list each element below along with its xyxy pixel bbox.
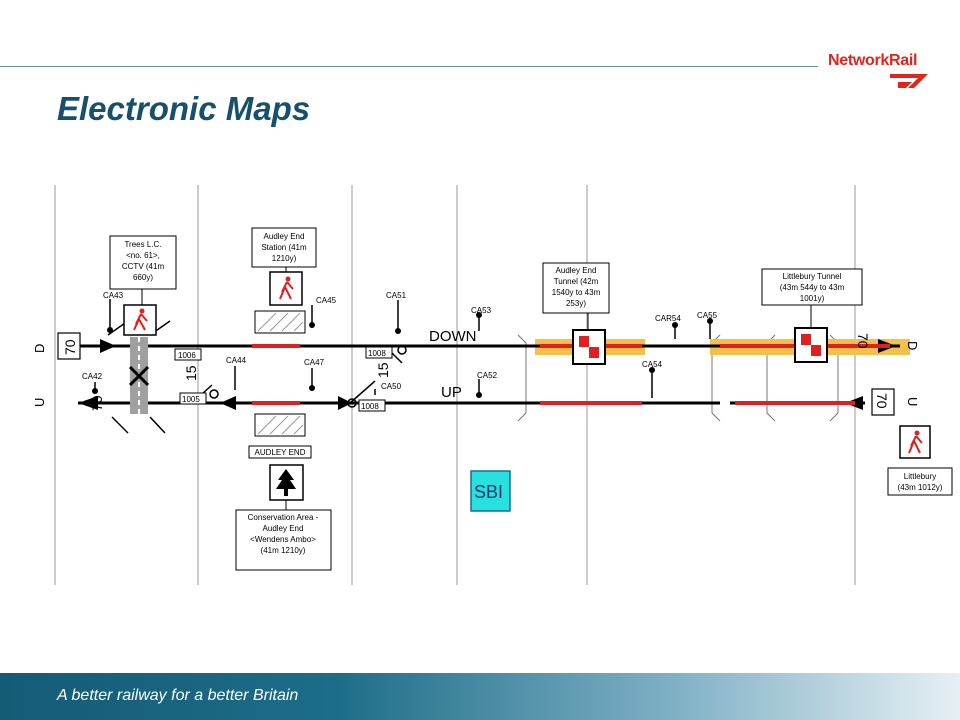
footer-banner: A better railway for a better Britain bbox=[0, 673, 960, 720]
signal-head bbox=[476, 392, 482, 398]
callout-line: CCTV (41m bbox=[122, 262, 165, 271]
platform-down-hatch bbox=[257, 312, 304, 332]
speed-sign-down-left bbox=[57, 332, 81, 360]
points-number-boxes: 1006 1005 1008 1008 bbox=[174, 346, 393, 412]
platform-down bbox=[254, 310, 306, 334]
littlebury-tunnel-marker bbox=[794, 327, 828, 363]
signal-label: CA53 bbox=[471, 306, 492, 315]
callout-line: Littlebury bbox=[904, 472, 936, 481]
callout-line: (43m 544y to 43m bbox=[780, 283, 845, 292]
pedestrian-sign-icon bbox=[269, 271, 303, 306]
callout-line: 253y) bbox=[566, 299, 586, 308]
u-right-label: U bbox=[905, 397, 920, 406]
platform-up-hatch bbox=[257, 415, 304, 435]
points-label: 1005 bbox=[182, 395, 200, 404]
callout-line: Trees L.C. bbox=[124, 240, 161, 249]
signal-head bbox=[476, 312, 482, 318]
d-left-label: D bbox=[32, 344, 47, 353]
sbi-marker: SBI bbox=[470, 470, 511, 512]
network-rail-logo: NetworkRail bbox=[828, 48, 938, 92]
down-line-label: DOWN bbox=[429, 328, 477, 345]
callout-audley-end-tunnel: Audley End Tunnel (42m 1540y to 43m 253y… bbox=[542, 262, 610, 330]
speed-sign-value: 15 bbox=[375, 362, 391, 378]
signal-heads bbox=[92, 312, 713, 398]
signal-head bbox=[672, 322, 678, 328]
u-left-label: U bbox=[32, 398, 47, 407]
signal-label: CA50 bbox=[381, 382, 402, 391]
signal-label: CA51 bbox=[386, 291, 407, 300]
signal-head bbox=[395, 328, 401, 334]
speed-restrictions bbox=[252, 344, 890, 405]
d-right-label: D bbox=[905, 341, 920, 350]
callout-line: Tunnel (42m bbox=[554, 277, 599, 286]
signal-label: CA54 bbox=[642, 360, 663, 369]
points-label: 1006 bbox=[178, 351, 196, 360]
signal-head bbox=[92, 388, 98, 394]
callout-line: Audley End bbox=[263, 524, 304, 533]
signal-head bbox=[309, 322, 315, 328]
up-line-label: UP bbox=[441, 384, 462, 401]
platform-up bbox=[254, 413, 306, 437]
signal-label: CA55 bbox=[697, 311, 718, 320]
logo-text: NetworkRail bbox=[828, 52, 918, 69]
speed-sign-value: 70 bbox=[89, 395, 105, 411]
signal-head bbox=[649, 367, 655, 373]
signal-head bbox=[107, 327, 113, 333]
callout-line: Littlebury Tunnel bbox=[783, 272, 842, 281]
points-label: 1008 bbox=[361, 402, 379, 411]
audley-end-tunnel-marker bbox=[572, 329, 606, 365]
tree-icon bbox=[269, 464, 304, 501]
speed-sign-value: 15 bbox=[183, 365, 199, 381]
callout-line: 1540y to 43m bbox=[552, 288, 601, 297]
speed-sign-value: 70 bbox=[62, 339, 78, 355]
speed-sign-value: 70 bbox=[855, 333, 871, 349]
callout-conservation-area: Conservation Area - Audley End <Wendens … bbox=[235, 509, 332, 571]
callout-line: <no. 61>, bbox=[126, 251, 160, 260]
callout-audley-end-platform: AUDLEY END bbox=[248, 445, 312, 459]
callout-line: (43m 1012y) bbox=[898, 483, 943, 492]
electronic-map-diagram: CA43 CA42 CA44 CA45 CA47 CA51 CA50 CA53 … bbox=[32, 185, 953, 585]
map-grid-lines bbox=[54, 185, 856, 585]
header-divider bbox=[0, 66, 818, 67]
page-title: Electronic Maps bbox=[57, 90, 311, 127]
signal-head bbox=[707, 318, 713, 324]
signal-label: CAR54 bbox=[655, 314, 681, 323]
signal-label: CA43 bbox=[103, 291, 124, 300]
callout-line: AUDLEY END bbox=[255, 448, 306, 457]
speed-sign-up-right bbox=[871, 388, 895, 416]
callout-line: 660y) bbox=[133, 273, 153, 282]
callout-line: Conservation Area - bbox=[248, 513, 319, 522]
points-label: 1008 bbox=[368, 349, 386, 358]
callout-littlebury-tunnel: Littlebury Tunnel (43m 544y to 43m 1001y… bbox=[761, 268, 863, 328]
footer-tagline: A better railway for a better Britain bbox=[57, 687, 299, 704]
callout-line: Audley End bbox=[556, 266, 597, 275]
sbi-label: SBI bbox=[474, 482, 503, 502]
callout-littlebury: Littlebury (43m 1012y) bbox=[887, 467, 953, 496]
logo-double-arrow-icon bbox=[890, 74, 928, 88]
signal-label: CA42 bbox=[82, 372, 103, 381]
signal-label: CA44 bbox=[226, 356, 247, 365]
callout-audley-end-station: Audley End Station (41m 1210y) bbox=[251, 227, 317, 272]
signal-label: CA47 bbox=[304, 358, 325, 367]
callout-line: 1210y) bbox=[272, 254, 297, 263]
callout-line: Audley End bbox=[264, 232, 305, 241]
signal-head bbox=[309, 385, 315, 391]
callout-line: Station (41m bbox=[261, 243, 307, 252]
callout-trees-lc: Trees L.C. <no. 61>, CCTV (41m 660y) bbox=[109, 235, 177, 305]
signal-label: CA52 bbox=[477, 371, 498, 380]
pedestrian-sign-icon bbox=[123, 304, 157, 336]
callout-line: 1001y) bbox=[800, 294, 825, 303]
callout-line: (41m 1210y) bbox=[261, 546, 306, 555]
callout-line: <Wendens Ambo> bbox=[250, 535, 316, 544]
pedestrian-sign-icon bbox=[899, 425, 931, 459]
speed-sign-value: 70 bbox=[874, 393, 890, 409]
trees-level-crossing bbox=[107, 320, 171, 434]
signal-label: CA45 bbox=[316, 296, 337, 305]
